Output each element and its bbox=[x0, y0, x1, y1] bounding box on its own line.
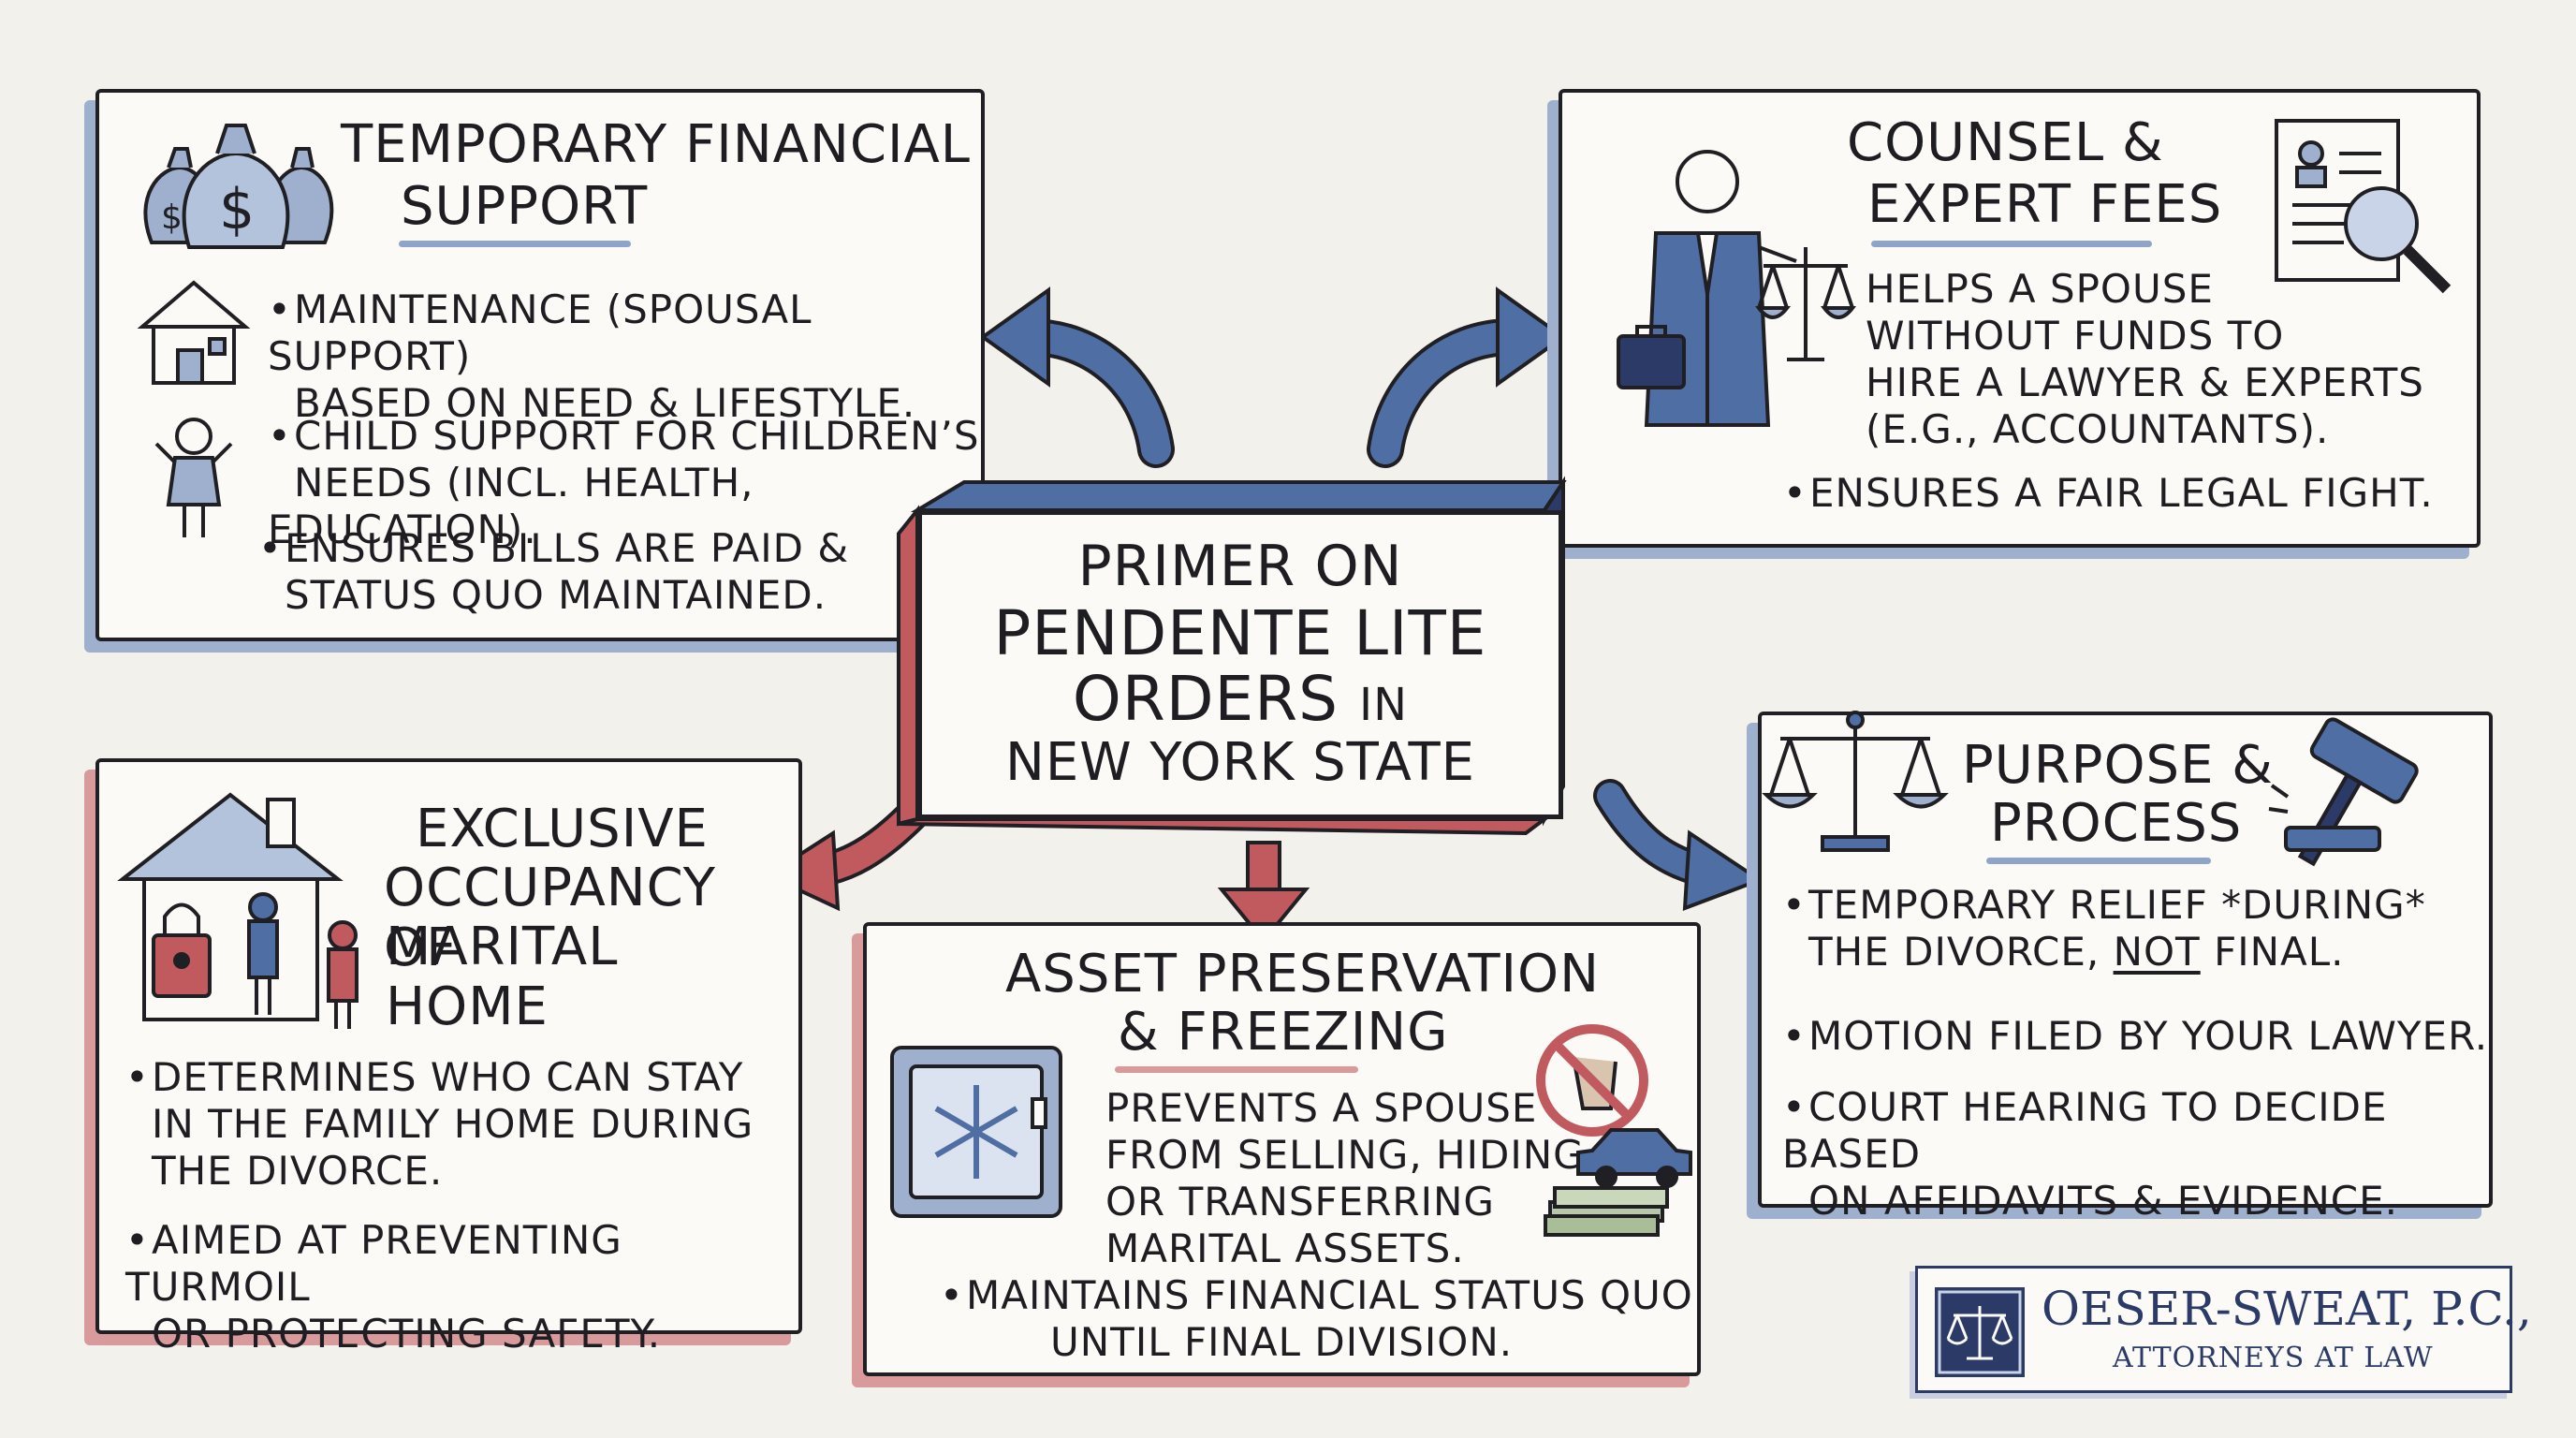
counsel-fees-description-line4: (E.G., ACCOUNTANTS). bbox=[1866, 406, 2330, 452]
center-title-box: PRIMER ON PENDENTE LITE ORDERS IN NEW YO… bbox=[917, 510, 1563, 819]
purpose-process-bullet-2: •MOTION FILED BY YOUR LAWYER. bbox=[1782, 1013, 2489, 1059]
purpose-process-bullet-1: •TEMPORARY RELIEF *DURING* THE DIVORCE, … bbox=[1782, 882, 2426, 975]
purpose-process-title-line1: PURPOSE & bbox=[1962, 735, 2274, 796]
no-hand-car-cash-icon bbox=[1536, 1024, 1692, 1237]
exclusive-occupancy-title-line1: EXCLUSIVE bbox=[416, 799, 709, 859]
temporary-support-bullet-3-line2: STATUS QUO MAINTAINED. bbox=[285, 572, 827, 618]
asset-preservation-title-line1: ASSET PRESERVATION bbox=[1005, 944, 1601, 1005]
counsel-fees-title-line2: EXPERT FEES bbox=[1867, 174, 2223, 235]
temporary-support-bullet-3: •ENSURES BILLS ARE PAID & STATUS QUO MAI… bbox=[258, 525, 850, 618]
temporary-support-title-underline bbox=[399, 241, 631, 247]
asset-preservation-title-underline bbox=[1115, 1066, 1358, 1073]
exclusive-occupancy-bullet-2-line1: AIMED AT PREVENTING TURMOIL bbox=[125, 1217, 622, 1310]
temporary-support-bullet-1-line1: MAINTENANCE (SPOUSAL SUPPORT) bbox=[268, 286, 812, 379]
exclusive-occupancy-card: EXCLUSIVE OCCUPANCY OF MARITAL HOME •DET… bbox=[95, 758, 802, 1357]
exclusive-occupancy-title-line2: OCCUPANCY OF bbox=[384, 858, 716, 978]
asset-preservation-description: PREVENTS A SPOUSE FROM SELLING, HIDING, … bbox=[1105, 1085, 1598, 1272]
temporary-support-title-line2: SUPPORT bbox=[401, 176, 649, 237]
purpose-process-title-underline bbox=[1986, 858, 2211, 864]
temporary-support-card: $ $ TEMPORARY FINANCIAL SUPPORT •MAINTEN… bbox=[95, 89, 985, 641]
counsel-fees-description-line1: HELPS A SPOUSE bbox=[1866, 266, 2214, 312]
center-title-in: IN bbox=[1359, 679, 1409, 731]
exclusive-occupancy-bullet-1-line3: THE DIVORCE. bbox=[152, 1148, 444, 1194]
temporary-support-bullet-1: •MAINTENANCE (SPOUSAL SUPPORT) BASED ON … bbox=[268, 286, 916, 426]
exclusive-occupancy-bullet-1: •DETERMINES WHO CAN STAY IN THE FAMILY H… bbox=[125, 1054, 754, 1194]
asset-preservation-title-line2: & FREEZING bbox=[1118, 1002, 1449, 1063]
firm-logo: OESER-SWEAT, P.C., ATTORNEYS AT LAW bbox=[1915, 1266, 2532, 1393]
arrow-to-temporary-support bbox=[979, 286, 1175, 468]
safe-snowflake-icon bbox=[890, 1046, 1062, 1218]
counsel-fees-description-line2: WITHOUT FUNDS TO bbox=[1866, 313, 2285, 359]
asset-preservation-bullet-1-line1: MAINTAINS FINANCIAL STATUS QUO bbox=[966, 1272, 1693, 1318]
gavel-icon bbox=[2268, 717, 2419, 867]
purpose-process-title-line2: PROCESS bbox=[1990, 793, 2243, 854]
asset-preservation-description-line3: OR TRANSFERRING bbox=[1105, 1179, 1495, 1225]
purpose-process-card: PURPOSE & PROCESS •TEMPORARY RELIEF *DUR… bbox=[1758, 711, 2493, 1224]
purpose-process-bullet-1-not: NOT bbox=[2113, 929, 2201, 975]
center-title-line4: NEW YORK STATE bbox=[1004, 732, 1476, 793]
exclusive-occupancy-title-line3: MARITAL HOME bbox=[386, 917, 619, 1037]
center-title-line2: PENDENTE LITE bbox=[993, 597, 1487, 669]
counsel-fees-bullet-1-text: ENSURES A FAIR LEGAL FIGHT. bbox=[1809, 470, 2434, 516]
temporary-support-bullet-2-line2: NEEDS (INCL. HEALTH, EDUCATION). bbox=[268, 460, 754, 552]
purpose-process-bullet-3: •COURT HEARING TO DECIDE BASED ON AFFIDA… bbox=[1782, 1084, 2398, 1224]
house-with-lock-icon bbox=[117, 792, 359, 1029]
money-bags-icon: $ $ bbox=[143, 124, 334, 249]
asset-preservation-description-line1: PREVENTS A SPOUSE bbox=[1105, 1085, 1538, 1131]
svg-text:$: $ bbox=[161, 198, 183, 237]
purpose-process-bullet-2-text: MOTION FILED BY YOUR LAWYER. bbox=[1808, 1013, 2489, 1059]
purpose-process-bullet-1-line1: TEMPORARY RELIEF *DURING* bbox=[1808, 882, 2426, 928]
counsel-fees-card: COUNSEL & EXPERT FEES HELPS A SPOUSE WIT… bbox=[1559, 89, 2481, 548]
temporary-support-bullet-1-line2: BASED ON NEED & LIFESTYLE. bbox=[294, 380, 916, 426]
arrow-to-purpose-process bbox=[1593, 779, 1764, 911]
lawyer-with-scales-icon bbox=[1617, 150, 1857, 427]
child-icon bbox=[154, 418, 233, 537]
purpose-process-bullet-3-line2: ON AFFIDAVITS & EVIDENCE. bbox=[1808, 1178, 2398, 1224]
purpose-process-bullet-3-line1: COURT HEARING TO DECIDE BASED bbox=[1782, 1084, 2388, 1177]
center-title-orders: ORDERS bbox=[1072, 663, 1339, 735]
counsel-fees-description: HELPS A SPOUSE WITHOUT FUNDS TO HIRE A L… bbox=[1866, 266, 2424, 453]
exclusive-occupancy-bullet-1-line2: IN THE FAMILY HOME DURING bbox=[152, 1101, 754, 1147]
exclusive-occupancy-bullet-1-line1: DETERMINES WHO CAN STAY bbox=[152, 1054, 744, 1100]
temporary-support-bullet-2: •CHILD SUPPORT FOR CHILDREN’S NEEDS (INC… bbox=[268, 413, 980, 552]
center-title-line3: ORDERS IN bbox=[922, 663, 1559, 735]
purpose-process-bullet-1-line2a: THE DIVORCE, bbox=[1808, 929, 2100, 975]
exclusive-occupancy-bullet-2-line2: OR PROTECTING SAFETY. bbox=[152, 1311, 662, 1357]
counsel-fees-title-underline bbox=[1871, 241, 2152, 247]
svg-text:$: $ bbox=[219, 177, 255, 242]
counsel-fees-description-line3: HIRE A LAWYER & EXPERTS bbox=[1866, 360, 2424, 405]
document-magnifier-icon bbox=[2275, 119, 2452, 294]
temporary-support-bullet-2-line1: CHILD SUPPORT FOR CHILDREN’S bbox=[294, 413, 980, 459]
firm-name: OESER-SWEAT, P.C., bbox=[2042, 1282, 2532, 1336]
temporary-support-bullet-3-line1: ENSURES BILLS ARE PAID & bbox=[285, 525, 850, 571]
firm-tagline: ATTORNEYS AT LAW bbox=[2113, 1342, 2434, 1374]
counsel-fees-bullet-1: •ENSURES A FAIR LEGAL FIGHT. bbox=[1783, 470, 2434, 516]
firm-scales-logo-icon bbox=[1935, 1287, 2025, 1377]
scales-of-justice-icon bbox=[1762, 711, 1949, 852]
asset-preservation-bullet-1: •MAINTAINS FINANCIAL STATUS QUO UNTIL FI… bbox=[940, 1272, 1693, 1365]
exclusive-occupancy-bullet-2: •AIMED AT PREVENTING TURMOIL OR PROTECTI… bbox=[125, 1217, 662, 1357]
arrow-to-asset-preservation bbox=[1217, 841, 1310, 945]
purpose-process-bullet-1-line2c: FINAL. bbox=[2214, 929, 2345, 975]
counsel-fees-title-line1: COUNSEL & bbox=[1847, 112, 2164, 173]
asset-preservation-description-line4: MARITAL ASSETS. bbox=[1105, 1225, 1465, 1271]
asset-preservation-description-line2: FROM SELLING, HIDING, bbox=[1105, 1132, 1599, 1178]
center-title-line1: PRIMER ON bbox=[1077, 534, 1403, 599]
asset-preservation-bullet-1-line2: UNTIL FINAL DIVISION. bbox=[1050, 1319, 1514, 1365]
arrow-to-counsel-fees bbox=[1367, 286, 1567, 468]
asset-preservation-card: ASSET PRESERVATION & FREEZING PREVENTS A… bbox=[863, 922, 1701, 1376]
house-icon bbox=[137, 280, 251, 385]
temporary-support-title-line1: TEMPORARY FINANCIAL bbox=[341, 114, 971, 175]
